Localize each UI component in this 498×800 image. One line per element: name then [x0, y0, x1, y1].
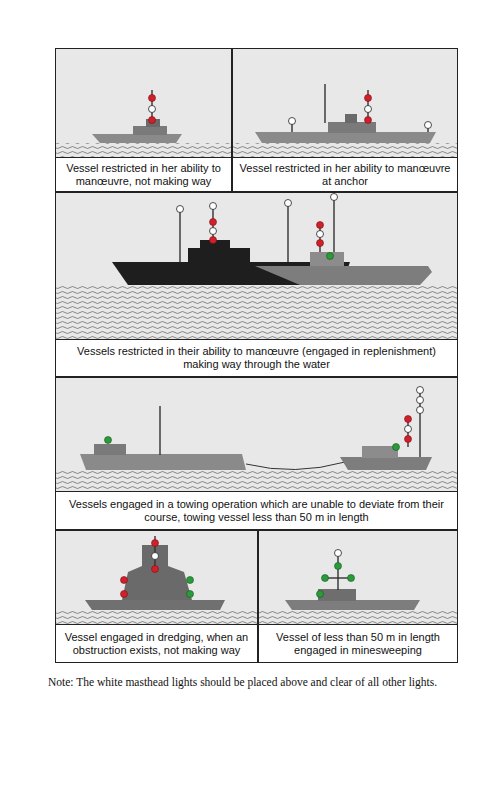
navigation-light [317, 591, 324, 598]
navigation-light [417, 407, 424, 414]
sea [55, 143, 458, 625]
navigation-light [285, 200, 292, 207]
sky [55, 48, 232, 158]
navigation-light [393, 444, 400, 451]
navigation-light [317, 222, 324, 229]
navigation-light [405, 426, 412, 433]
sea [55, 470, 458, 492]
minesweeper [325, 577, 351, 578]
navigation-light [322, 575, 329, 582]
navigation-light [365, 117, 372, 124]
navigation-light [405, 436, 412, 443]
navigation-light [317, 231, 324, 238]
towing-ships [94, 444, 126, 455]
replenishment-ships [188, 248, 250, 263]
navigation-light [417, 397, 424, 404]
navigation-light [210, 237, 217, 244]
minesweeper [285, 550, 420, 611]
sky [232, 48, 458, 158]
navigation-light [149, 95, 156, 102]
replenishment-ships [310, 252, 344, 266]
navigation-light [149, 117, 156, 124]
panel-box: Vessels restricted in their ability to m… [55, 192, 458, 377]
ship-not-making-way [133, 126, 167, 135]
dredger [85, 600, 225, 610]
replenishment-ships [255, 266, 432, 285]
navigation-light [105, 437, 112, 444]
sky [55, 377, 458, 492]
panel-box: Vessels engaged in a towing operation wh… [55, 377, 458, 530]
dredger [122, 545, 192, 600]
ship-at-anchor [324, 84, 325, 123]
ship-at-anchor [345, 114, 357, 123]
navigation-light [152, 540, 159, 547]
caption-text: Vessels engaged in a towing operation wh… [61, 498, 452, 524]
navigation-light [121, 577, 128, 584]
caption-text: Vessel of less than 50 m in length engag… [264, 631, 452, 657]
navigation-light [335, 550, 342, 557]
navigation-light [327, 253, 334, 260]
minesweeper [337, 552, 338, 590]
caption-text: Vessels restricted in their ability to m… [61, 345, 452, 371]
navigation-light [348, 575, 355, 582]
navigation-light [121, 591, 128, 598]
towing-ships [246, 462, 345, 470]
ship-at-anchor [255, 132, 436, 143]
navigation-light [152, 566, 159, 573]
navigation-light [210, 203, 217, 210]
navigation-light [149, 106, 156, 113]
note-text: Note: The white masthead lights should b… [48, 676, 488, 688]
panel-box: Vessel restricted in her ability to manœ… [232, 48, 458, 192]
caption-band: Vessel restricted in her ability to manœ… [56, 157, 231, 191]
navigation-light [187, 577, 194, 584]
navigation-light [317, 240, 324, 247]
navigation-light [187, 591, 194, 598]
navigation-light [177, 206, 184, 213]
ship-at-anchor [255, 84, 436, 143]
navigation-light [289, 118, 296, 125]
caption-band: Vessel restricted in her ability to manœ… [233, 157, 457, 191]
panel-box: Vessel engaged in dredging, when an obst… [55, 530, 258, 663]
towing-ships [80, 387, 432, 471]
caption-text: Vessel restricted in her ability to manœ… [61, 162, 226, 188]
navigation-light [210, 228, 217, 235]
caption-band: Vessels restricted in their ability to m… [56, 339, 457, 376]
towing-ships [80, 454, 246, 470]
towing-ships [340, 457, 432, 470]
navigation-light [331, 194, 338, 201]
sea [55, 143, 458, 158]
panel-box: Vessel of less than 50 m in length engag… [258, 530, 458, 663]
navigation-light [365, 95, 372, 102]
caption-text: Vessel restricted in her ability to manœ… [238, 162, 452, 188]
caption-band: Vessel engaged in dredging, when an obst… [56, 624, 257, 662]
dredger [85, 536, 225, 610]
navigation-light [335, 563, 342, 570]
replenishment-ships [112, 194, 432, 286]
sea [55, 285, 458, 340]
navigation-light [210, 219, 217, 226]
replenishment-ships [333, 200, 334, 252]
navigation-light [405, 416, 412, 423]
minesweeper [285, 600, 420, 610]
navigation-light [152, 553, 159, 560]
sky [55, 192, 458, 340]
replenishment-ships [179, 212, 180, 262]
panel-box: Vessel restricted in her ability to manœ… [55, 48, 232, 192]
navigation-light [425, 122, 432, 129]
minesweeper [318, 589, 356, 601]
replenishment-ships [287, 205, 288, 262]
ship-not-making-way [92, 134, 182, 143]
sea [55, 610, 458, 625]
caption-band: Vessel of less than 50 m in length engag… [259, 624, 457, 662]
navigation-light [365, 106, 372, 113]
ship-not-making-way [92, 90, 182, 143]
navigation-light [417, 387, 424, 394]
towing-ships [159, 406, 160, 455]
caption-text: Vessel engaged in dredging, when an obst… [61, 631, 252, 657]
caption-band: Vessels engaged in a towing operation wh… [56, 491, 457, 529]
sky [55, 48, 458, 625]
ship-at-anchor [291, 124, 292, 132]
